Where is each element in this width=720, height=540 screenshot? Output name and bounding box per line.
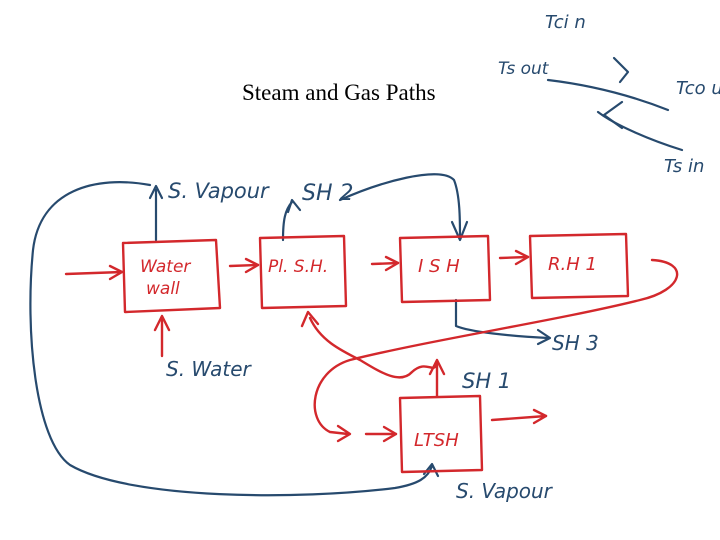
plsh-sh1-squiggle bbox=[308, 316, 438, 379]
t-sout-label: Ts out bbox=[498, 59, 550, 79]
plsh-ish-arrowhead bbox=[384, 255, 400, 272]
gas-return-arrowhead-1 bbox=[336, 424, 352, 443]
gas-return-arrowhead-2 bbox=[382, 425, 398, 443]
plsh-ish-line bbox=[370, 261, 400, 266]
ltsh-label: LTSH bbox=[414, 430, 459, 451]
s-water-label: S. Water bbox=[166, 357, 252, 381]
s-water-arrowhead bbox=[153, 314, 171, 332]
corner-bottom-stream-line bbox=[596, 110, 684, 152]
sh2-ish-arrowhead bbox=[450, 220, 469, 242]
water-wall-vapour-arrowhead bbox=[148, 184, 164, 200]
rh1-label: R.H 1 bbox=[548, 254, 597, 275]
gas-return-sweep bbox=[313, 258, 679, 436]
ltsh-exit-line bbox=[490, 414, 548, 422]
ish-rh1-line bbox=[498, 255, 530, 260]
pl-sh-block bbox=[258, 234, 348, 310]
t-cin-label: Tci n bbox=[545, 12, 586, 33]
water-wall-line-1: Water bbox=[140, 257, 191, 277]
water-wall-line-2: wall bbox=[146, 279, 180, 299]
corner-bottom-arrowhead bbox=[602, 100, 624, 130]
corner-top-arrowhead bbox=[612, 56, 630, 84]
ww-plsh-arrowhead bbox=[244, 257, 260, 274]
s-vapour-top-label: S. Vapour bbox=[168, 179, 270, 203]
ish-sh3-arrowhead bbox=[536, 328, 552, 346]
ltsh-sh1-arrowhead bbox=[428, 358, 446, 376]
ww-plsh-line bbox=[228, 263, 260, 268]
sh3-label: SH 3 bbox=[552, 331, 599, 355]
i-sh-block bbox=[398, 234, 492, 304]
sh2-label: SH 2 bbox=[302, 181, 354, 206]
sh1-label: SH 1 bbox=[462, 369, 511, 393]
s-vapour-bottom-label: S. Vapour bbox=[456, 479, 554, 503]
water-wall-label: Water wall bbox=[140, 257, 196, 299]
gas-inlet-arrowhead bbox=[108, 264, 124, 281]
slide-title: Steam and Gas Paths bbox=[242, 80, 436, 105]
rh1-block bbox=[528, 232, 630, 300]
sh2-ish-line bbox=[338, 173, 462, 240]
ltsh-exit-arrowhead bbox=[532, 408, 548, 425]
plsh-sh2-line bbox=[281, 200, 294, 242]
ltsh-block bbox=[398, 394, 484, 474]
feed-loop-line bbox=[29, 181, 434, 497]
t-sin-label: Ts in bbox=[664, 156, 704, 177]
i-sh-label: I S H bbox=[418, 256, 460, 277]
pl-sh-label: Pl. S.H. bbox=[268, 257, 328, 277]
ish-sh3-line bbox=[454, 298, 550, 340]
corner-top-stream-line bbox=[546, 78, 670, 112]
water-wall-block bbox=[121, 238, 222, 314]
plsh-bottom-arrowhead bbox=[300, 310, 320, 328]
gas-inlet-line bbox=[64, 270, 124, 276]
plsh-sh2-arrowhead bbox=[286, 198, 302, 214]
ish-rh1-arrowhead bbox=[514, 249, 530, 266]
t-cout-label: Tco ut bbox=[676, 78, 720, 99]
